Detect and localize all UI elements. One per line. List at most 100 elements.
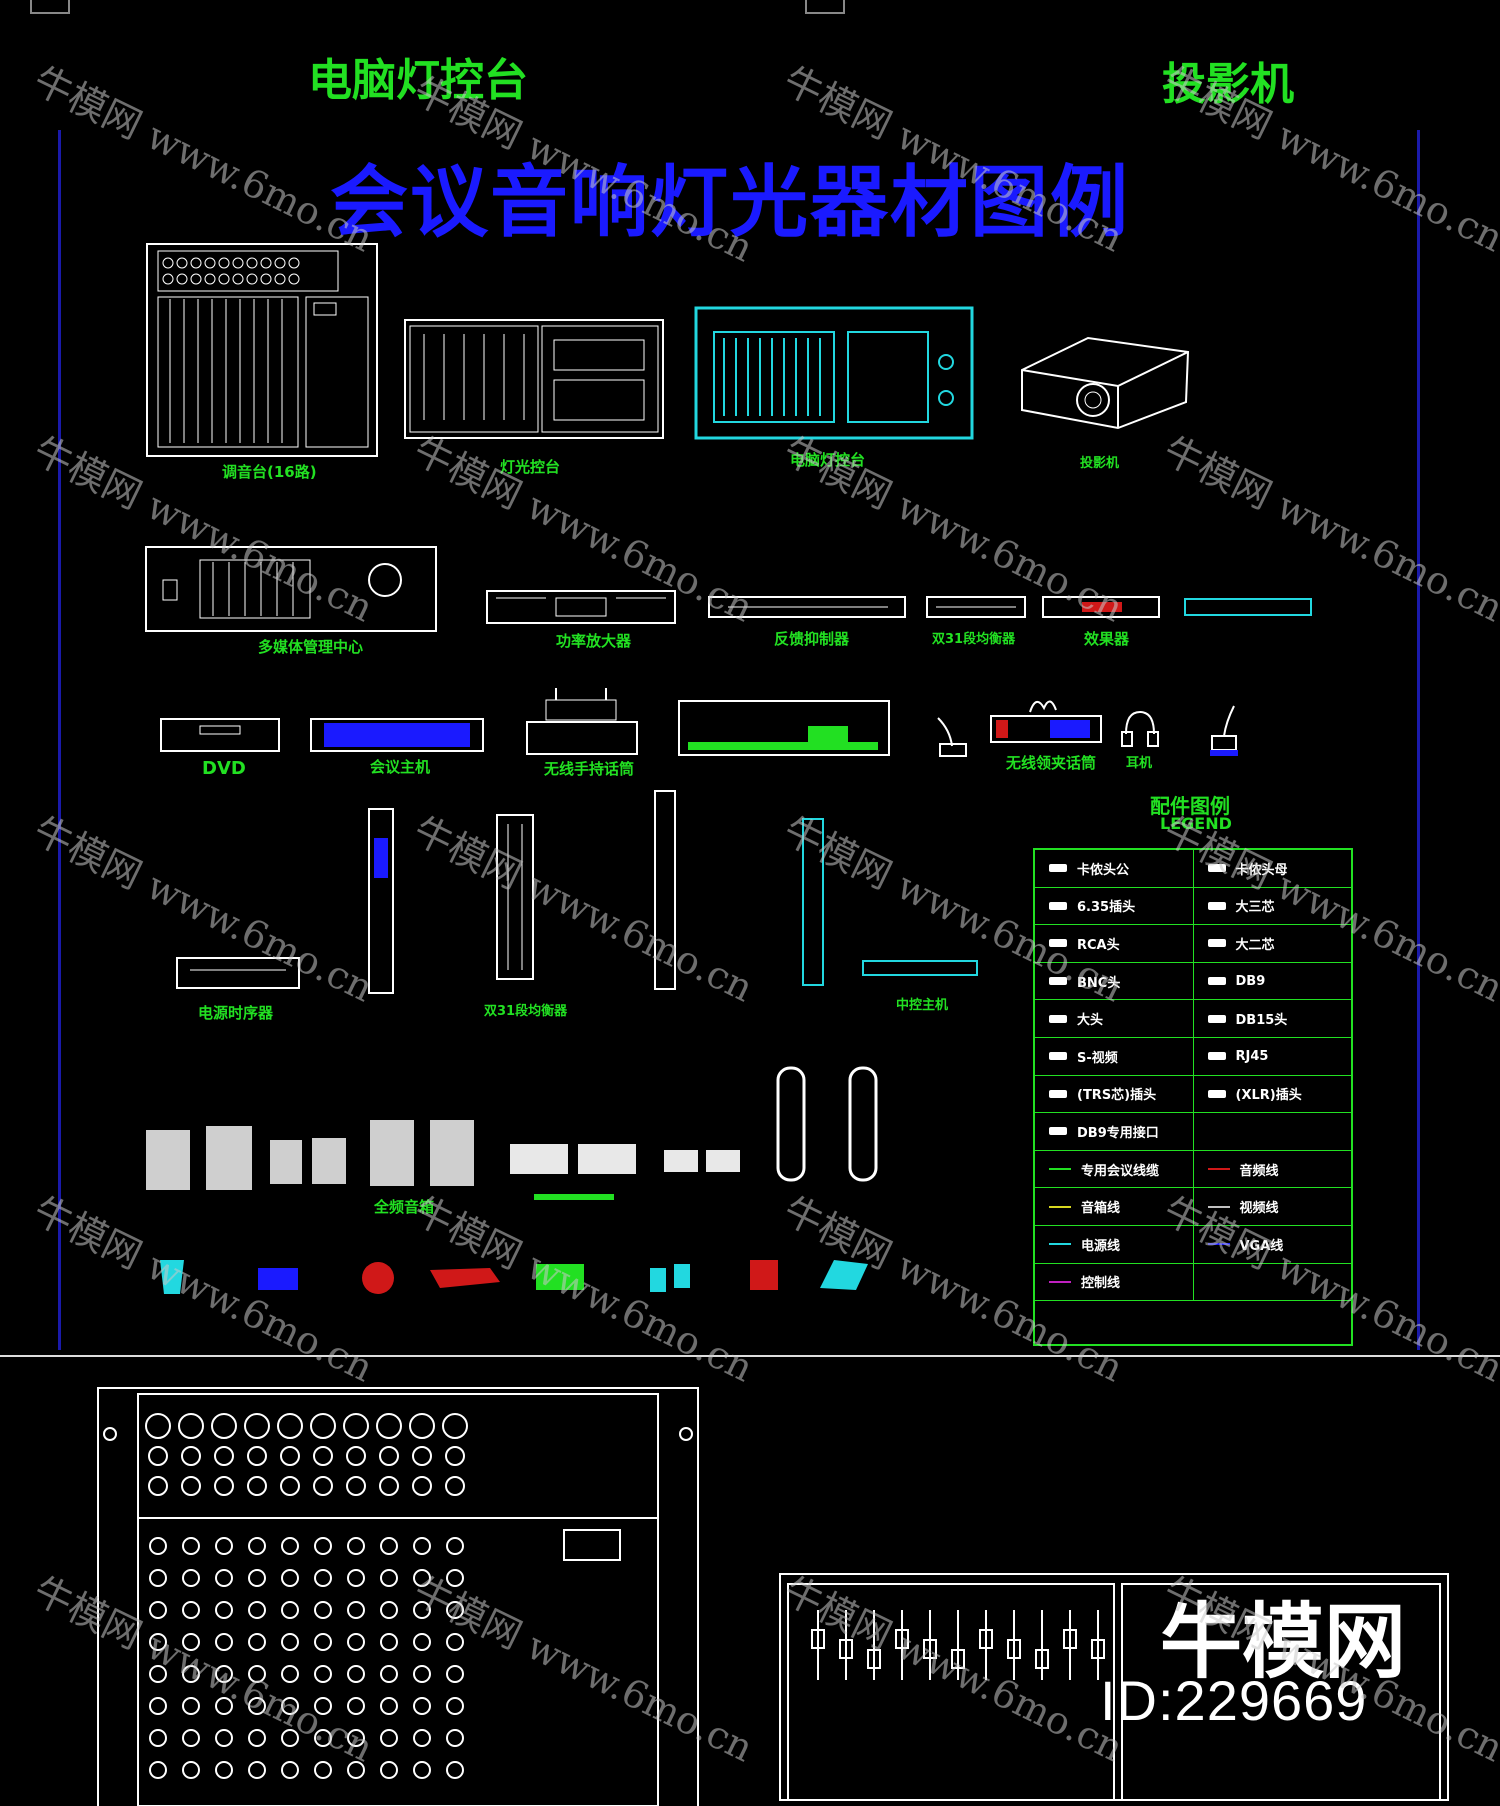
legend-cell-label: (XLR)插头 (1235, 1088, 1302, 1104)
connector-icon (1049, 939, 1067, 948)
legend-row: BNC头 DB9 (1035, 962, 1351, 1001)
legend-cell-label: 6.35插头 (1077, 900, 1136, 916)
wireless-handheld-mic-drawing (526, 688, 638, 755)
light-console-drawing (404, 319, 664, 439)
legend-row: 专用会议线缆 音频线 (1035, 1150, 1352, 1189)
cable-line-icon (1207, 1168, 1230, 1171)
legend-cell-label: BNC头 (1077, 975, 1121, 991)
central-control-drawing (862, 960, 978, 976)
effects-drawing (1042, 596, 1160, 618)
top-tab-right (805, 0, 845, 14)
label-headset: 耳机 (1126, 756, 1153, 771)
legend-cell: 卡侬头公 (1035, 850, 1194, 887)
label-power-amp: 功率放大器 (556, 632, 632, 650)
legend-cell-label: RJ45 (1235, 1048, 1269, 1064)
legend-cell: 电源线 (1035, 1225, 1194, 1263)
splitter-drawing (678, 700, 890, 756)
label-wireless-lapel-mic: 无线领夹话筒 (1006, 754, 1097, 772)
speakers-drawing (146, 1120, 740, 1200)
label-light-console: 灯光控台 (500, 458, 561, 476)
label-computer-light-console: 电脑灯控台 (790, 451, 866, 469)
dvd-drawing (160, 718, 280, 752)
vertical-unit-3 (654, 790, 676, 990)
legend-cell-label: VGA线 (1239, 1238, 1284, 1254)
legend-row: S-视频 RJ45 (1035, 1037, 1352, 1076)
legend-cell-label: 控制线 (1081, 1276, 1121, 1292)
conference-host-drawing (310, 718, 484, 752)
legend-cell: DB15头 (1194, 1000, 1352, 1037)
connector-icon (1049, 1052, 1067, 1061)
legend-cell-label: RCA头 (1077, 937, 1120, 953)
legend-row: 6.35插头 大三芯 (1035, 887, 1352, 926)
section-divider (0, 1355, 1500, 1357)
legend-cell: 控制线 (1035, 1263, 1194, 1301)
connector-icon (1049, 1014, 1067, 1023)
page-title: 会议音响灯光器材图例 (330, 158, 1131, 248)
power-sequencer-drawing (176, 957, 300, 989)
legend-cell-label: DB15头 (1235, 1013, 1288, 1029)
cable-line-icon (1049, 1205, 1071, 1208)
headset-icon (1121, 710, 1159, 747)
legend-cell: (XLR)插头 (1194, 1076, 1352, 1113)
mixer-drawing (146, 243, 378, 457)
media-center-drawing (145, 546, 437, 632)
connector-icon (1049, 864, 1067, 873)
legend-table: 卡侬头公卡侬头母 6.35插头 大三芯 RCA头 大二芯 BNC头 DB9 大头 DB15头 S-… (1033, 848, 1353, 1346)
connector-icon (1207, 939, 1226, 948)
legend-cell: 卡侬头母 (1194, 850, 1352, 887)
legend-cell: (TRS芯)插头 (1035, 1075, 1194, 1113)
legend-cell-label: DB9 (1235, 973, 1266, 989)
label-projector: 投影机 (1080, 456, 1120, 471)
frame-right-line (1417, 130, 1420, 1350)
cable-line-icon (1049, 1243, 1071, 1246)
legend-title-en: LEGEND (1160, 814, 1232, 833)
legend-row: DB9专用接口 (1035, 1113, 1351, 1151)
watermark-text: 牛模网 www.6mo.cn (406, 808, 760, 1011)
legend-cell-label: S-视频 (1077, 1050, 1118, 1066)
legend-cell-label: (TRS芯)插头 (1077, 1088, 1157, 1104)
wireless-lapel-mic-drawing (990, 700, 1102, 743)
connector-icon (1207, 1052, 1226, 1061)
line-array-drawing (776, 1066, 878, 1182)
legend-cell: 6.35插头 (1035, 887, 1194, 925)
power-amp-drawing (486, 590, 676, 624)
legend-cell: 视频线 (1194, 1188, 1352, 1225)
legend-cell: 音频线 (1194, 1151, 1352, 1188)
header-right-label: 投影机 (1162, 59, 1294, 110)
cable-line-icon (1049, 1280, 1071, 1283)
legend-row: 音箱线视频线 (1035, 1188, 1351, 1226)
legend-row: 大头 DB15头 (1035, 1000, 1351, 1038)
legend-cell: BNC头 (1035, 962, 1194, 1000)
vertical-unit-2 (496, 814, 534, 980)
connector-icon (1207, 901, 1226, 910)
label-effects: 效果器 (1084, 630, 1130, 648)
legend-cell: RJ45 (1194, 1038, 1352, 1075)
legend-cell-label: 专用会议线缆 (1081, 1163, 1160, 1179)
label-wireless-handheld-mic: 无线手持话筒 (544, 760, 635, 778)
vertical-unit-4 (802, 818, 824, 986)
legend-title-cn: 配件图例 (1150, 794, 1230, 818)
cable-line-icon (1049, 1168, 1071, 1171)
legend-cell: VGA线 (1194, 1226, 1352, 1263)
mixer-detail-drawing (97, 1387, 699, 1806)
label-equalizer: 双31段均衡器 (932, 632, 1016, 647)
legend-cell: 大二芯 (1194, 925, 1352, 962)
legend-row: 控制线 (1035, 1263, 1351, 1302)
connector-icon (1207, 1014, 1226, 1023)
desk-mic-icon (1210, 705, 1238, 756)
legend-cell: S-视频 (1035, 1037, 1194, 1075)
legend-cell: 大头 (1035, 1000, 1194, 1037)
label-dvd: DVD (202, 758, 246, 779)
connector-icon (1049, 1127, 1067, 1136)
connector-icon (1207, 864, 1226, 873)
legend-cell-label: 音频线 (1239, 1163, 1279, 1179)
top-tab-left (30, 0, 70, 14)
legend-cell-label: 大头 (1077, 1013, 1104, 1029)
feedback-suppressor-drawing (708, 596, 906, 618)
legend-cell-label: DB9专用接口 (1077, 1125, 1159, 1141)
gooseneck-mic-icon (937, 717, 967, 757)
legend-cell: 大三芯 (1194, 888, 1352, 925)
equalizer-drawing (926, 596, 1026, 618)
vertical-unit-1 (368, 808, 394, 994)
label-feedback-suppressor: 反馈抑制器 (774, 630, 850, 648)
